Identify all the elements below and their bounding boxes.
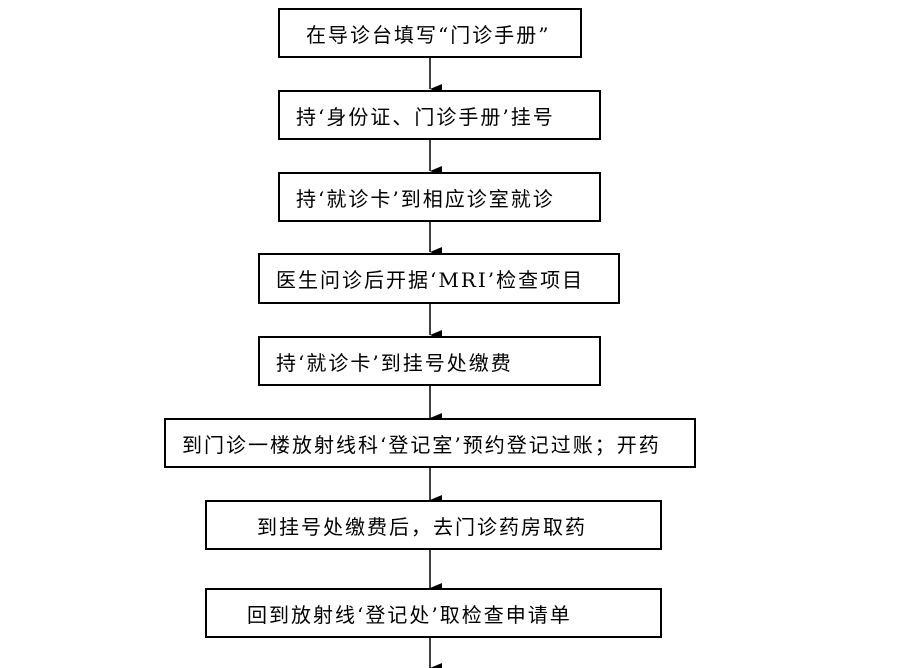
step-5-text: 持‘就诊卡’到挂号处缴费 [276,350,513,375]
step-4-box: 医生问诊后开据‘MRI’检查项目 [258,253,620,304]
step-2-text: 持‘身份证、门诊手册’挂号 [296,104,555,129]
step-7-text: 到挂号处缴费后，去门诊药房取药 [257,514,587,539]
step-1-box: 在导诊台填写“门诊手册” [278,8,582,58]
step-8-box: 回到放射线‘登记处’取检查申请单 [205,588,662,638]
step-8-text: 回到放射线‘登记处’取检查申请单 [247,602,572,627]
step-3-box: 持‘就诊卡’到相应诊室就诊 [278,172,601,222]
step-4-text: 医生问诊后开据‘MRI’检查项目 [276,268,585,292]
step-2-box: 持‘身份证、门诊手册’挂号 [278,90,601,140]
step-3-text: 持‘就诊卡’到相应诊室就诊 [296,186,555,211]
step-5-box: 持‘就诊卡’到挂号处缴费 [258,336,601,386]
step-6-text: 到门诊一楼放射线科‘登记室’预约登记过账；开药 [182,432,661,457]
step-6-box: 到门诊一楼放射线科‘登记室’预约登记过账；开药 [164,418,696,468]
step-7-box: 到挂号处缴费后，去门诊药房取药 [205,500,662,550]
step-1-text: 在导诊台填写“门诊手册” [306,22,551,47]
